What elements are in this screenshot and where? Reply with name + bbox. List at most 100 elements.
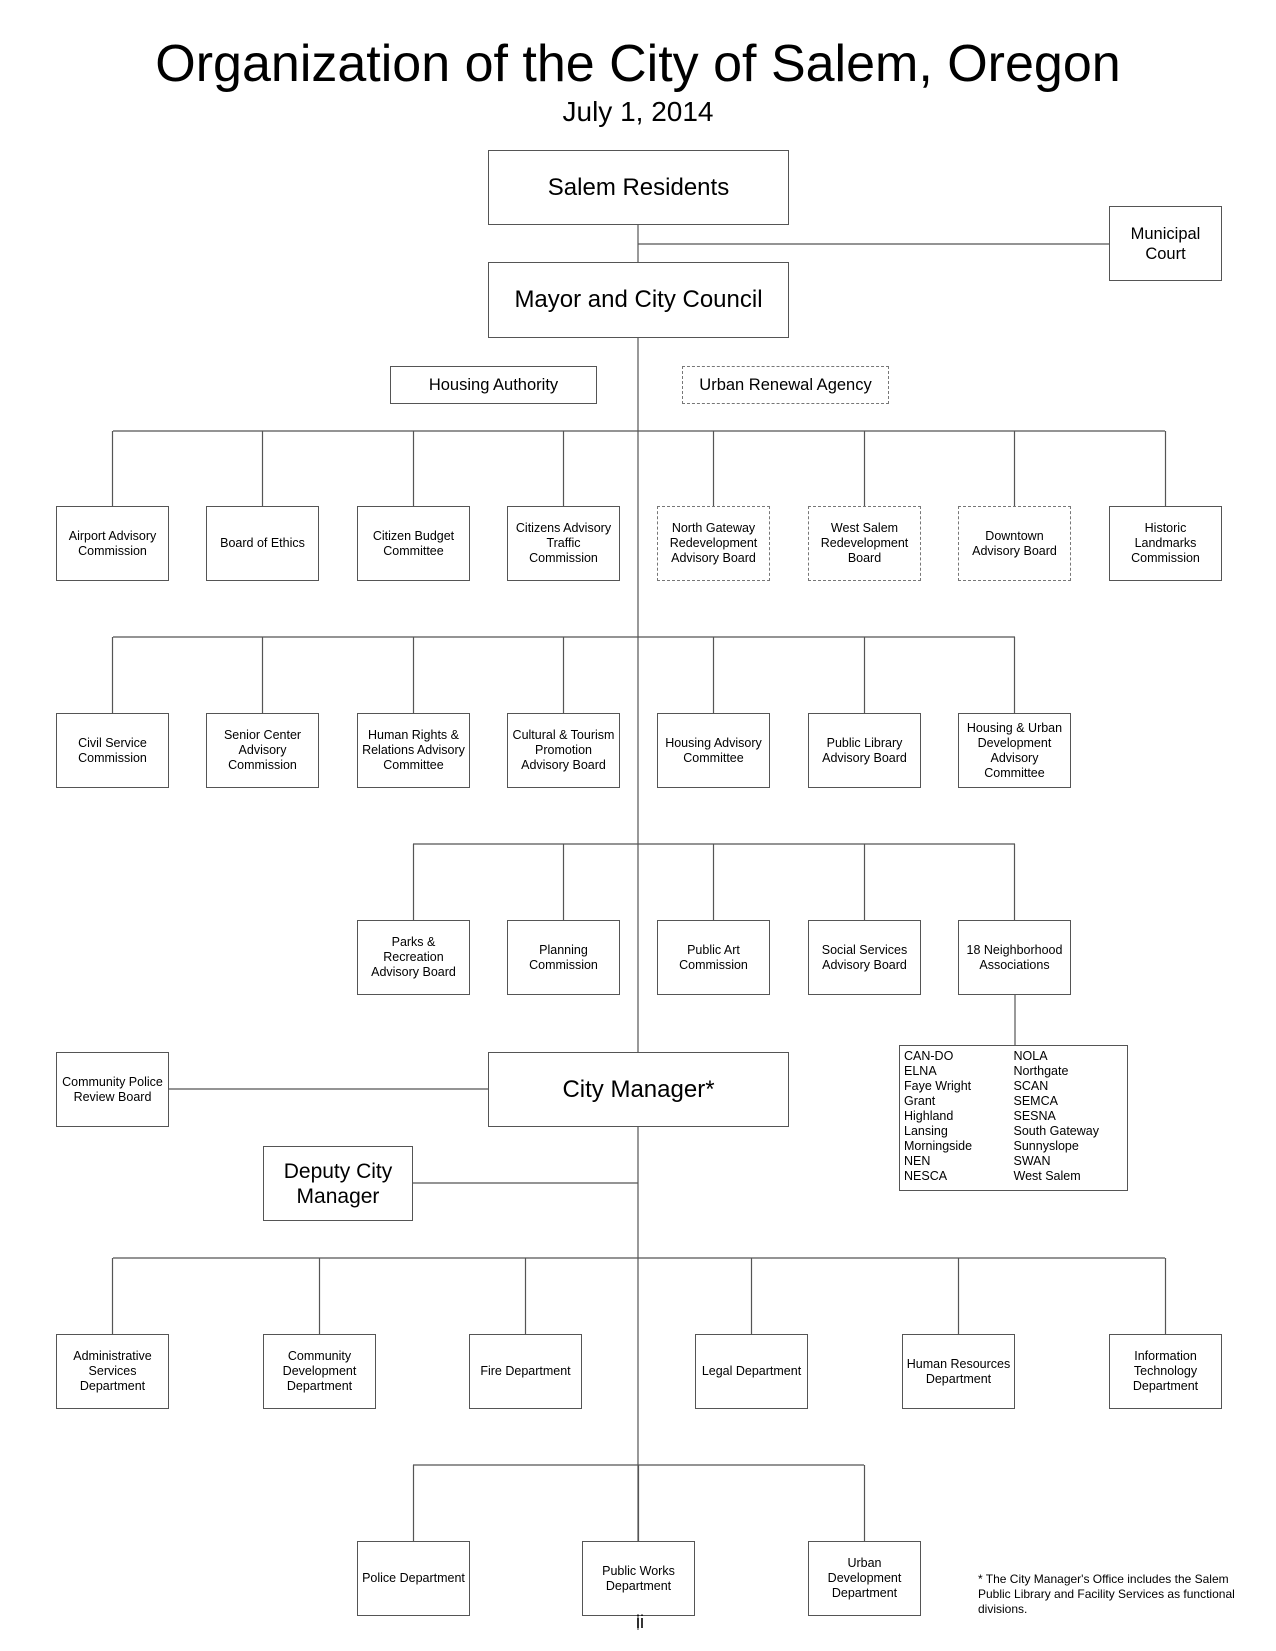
salem-residents-label: Salem Residents [547,173,730,201]
board-label: Civil Service Commission [78,735,147,765]
deputy-city-manager-label: Deputy City Manager [283,1159,393,1208]
neighborhood-item: West Salem [1013,1169,1081,1183]
board-box[interactable]: North Gateway Redevelopment Advisory Boa… [657,506,770,581]
board-box[interactable]: Citizen Budget Committee [357,506,470,581]
board-box[interactable]: Housing Advisory Committee [657,713,770,788]
department-label: Police Department [362,1571,465,1585]
board-box[interactable]: Public Art Commission [657,920,770,995]
board-box[interactable]: West Salem Redevelopment Board [808,506,921,581]
neighborhood-item: Morningside [904,1139,973,1153]
board-label: Planning Commission [529,942,598,972]
board-label: Housing Advisory Committee [665,735,762,765]
deputy-city-manager-box[interactable]: Deputy City Manager [263,1146,413,1221]
department-label: Information Technology Department [1132,1349,1199,1393]
department-label: Urban Development Department [827,1556,902,1600]
department-box[interactable]: Public Works Department [582,1541,695,1616]
department-label: Human Resources Department [906,1356,1011,1386]
department-box[interactable]: Urban Development Department [808,1541,921,1616]
department-label: Community Development Department [282,1349,357,1393]
footnote: * The City Manager's Office includes the… [978,1572,1235,1616]
board-label: Cultural & Tourism Promotion Advisory Bo… [512,728,615,772]
housing-authority-box[interactable]: Housing Authority [390,366,597,404]
board-label: 18 Neighborhood Associations [966,942,1063,972]
department-label: Public Works Department [602,1563,675,1593]
board-label: Parks & Recreation Advisory Board [371,935,456,979]
department-box[interactable]: Fire Department [469,1334,582,1409]
board-label: Citizen Budget Committee [372,528,455,558]
board-box[interactable]: Citizens Advisory Traffic Commission [507,506,620,581]
board-label: Public Library Advisory Board [822,735,907,765]
department-box[interactable]: Information Technology Department [1109,1334,1222,1409]
board-box[interactable]: 18 Neighborhood Associations [958,920,1071,995]
board-box[interactable]: Housing & Urban Development Advisory Com… [958,713,1071,788]
board-box[interactable]: Downtown Advisory Board [958,506,1071,581]
neighborhood-item: Faye Wright [904,1079,972,1093]
board-box[interactable]: Public Library Advisory Board [808,713,921,788]
board-box[interactable]: Historic Landmarks Commission [1109,506,1222,581]
neighborhood-item: Lansing [904,1124,948,1138]
board-label: Downtown Advisory Board [972,528,1057,558]
page-number: ii [636,1612,644,1632]
department-label: Fire Department [480,1364,571,1378]
urban-renewal-agency-box[interactable]: Urban Renewal Agency [682,366,889,404]
neighborhood-item: NEN [904,1154,931,1168]
department-box[interactable]: Human Resources Department [902,1334,1015,1409]
neighborhood-item: Grant [904,1094,936,1108]
police-review-board-box[interactable]: Community Police Review Board [56,1052,169,1127]
mayor-council-box[interactable]: Mayor and City Council [488,262,789,338]
department-label: Legal Department [701,1364,802,1378]
board-box[interactable]: Senior Center Advisory Commission [206,713,319,788]
board-box[interactable]: Parks & Recreation Advisory Board [357,920,470,995]
municipal-court-box[interactable]: Municipal Court [1109,206,1222,281]
board-label: North Gateway Redevelopment Advisory Boa… [669,521,758,565]
board-box[interactable]: Cultural & Tourism Promotion Advisory Bo… [507,713,620,788]
board-label: Social Services Advisory Board [821,942,908,972]
neighborhood-item: NOLA [1013,1049,1048,1063]
mayor-council-label: Mayor and City Council [514,286,763,313]
neighborhood-item: South Gateway [1013,1124,1099,1138]
board-box[interactable]: Board of Ethics [206,506,319,581]
board-box[interactable]: Civil Service Commission [56,713,169,788]
board-box[interactable]: Social Services Advisory Board [808,920,921,995]
neighborhood-item: SWAN [1013,1154,1051,1168]
chart-date: July 1, 2014 [562,96,714,127]
chart-title: Organization of the City of Salem, Orego… [155,35,1121,93]
board-box[interactable]: Airport Advisory Commission [56,506,169,581]
board-label: Airport Advisory Commission [68,528,157,558]
urban-renewal-agency-label: Urban Renewal Agency [699,376,872,394]
board-label: Public Art Commission [679,942,748,972]
board-box[interactable]: Planning Commission [507,920,620,995]
police-review-board-label: Community Police Review Board [62,1074,163,1104]
city-manager-label: City Manager* [562,1075,715,1103]
department-box[interactable]: Police Department [357,1541,470,1616]
board-label: Human Rights & Relations Advisory Commit… [362,728,465,772]
board-label: Housing & Urban Development Advisory Com… [966,720,1063,780]
salem-residents-box[interactable]: Salem Residents [488,150,789,225]
neighborhood-item: SCAN [1013,1079,1049,1093]
neighborhood-item: Northgate [1013,1064,1069,1078]
neighborhood-item: Sunnyslope [1013,1139,1079,1153]
city-manager-box[interactable]: City Manager* [488,1052,789,1127]
board-label: Citizens Advisory Traffic Commission [515,521,612,565]
department-box[interactable]: Administrative Services Department [56,1334,169,1409]
board-label: West Salem Redevelopment Board [820,521,909,565]
neighborhood-item: ELNA [904,1064,937,1078]
board-label: Historic Landmarks Commission [1131,521,1200,565]
neighborhood-item: SESNA [1013,1109,1056,1123]
department-box[interactable]: Community Development Department [263,1334,376,1409]
board-label: Senior Center Advisory Commission [223,728,302,772]
board-label: Board of Ethics [220,536,305,550]
neighborhood-item: Highland [904,1109,954,1123]
housing-authority-label: Housing Authority [428,376,559,394]
department-label: Administrative Services Department [73,1349,152,1393]
board-box[interactable]: Human Rights & Relations Advisory Commit… [357,713,470,788]
neighborhood-item: SEMCA [1013,1094,1058,1108]
neighborhood-item: CAN-DO [904,1049,954,1063]
neighborhood-item: NESCA [904,1169,948,1183]
municipal-court-label: Municipal Court [1130,224,1201,263]
department-box[interactable]: Legal Department [695,1334,808,1409]
